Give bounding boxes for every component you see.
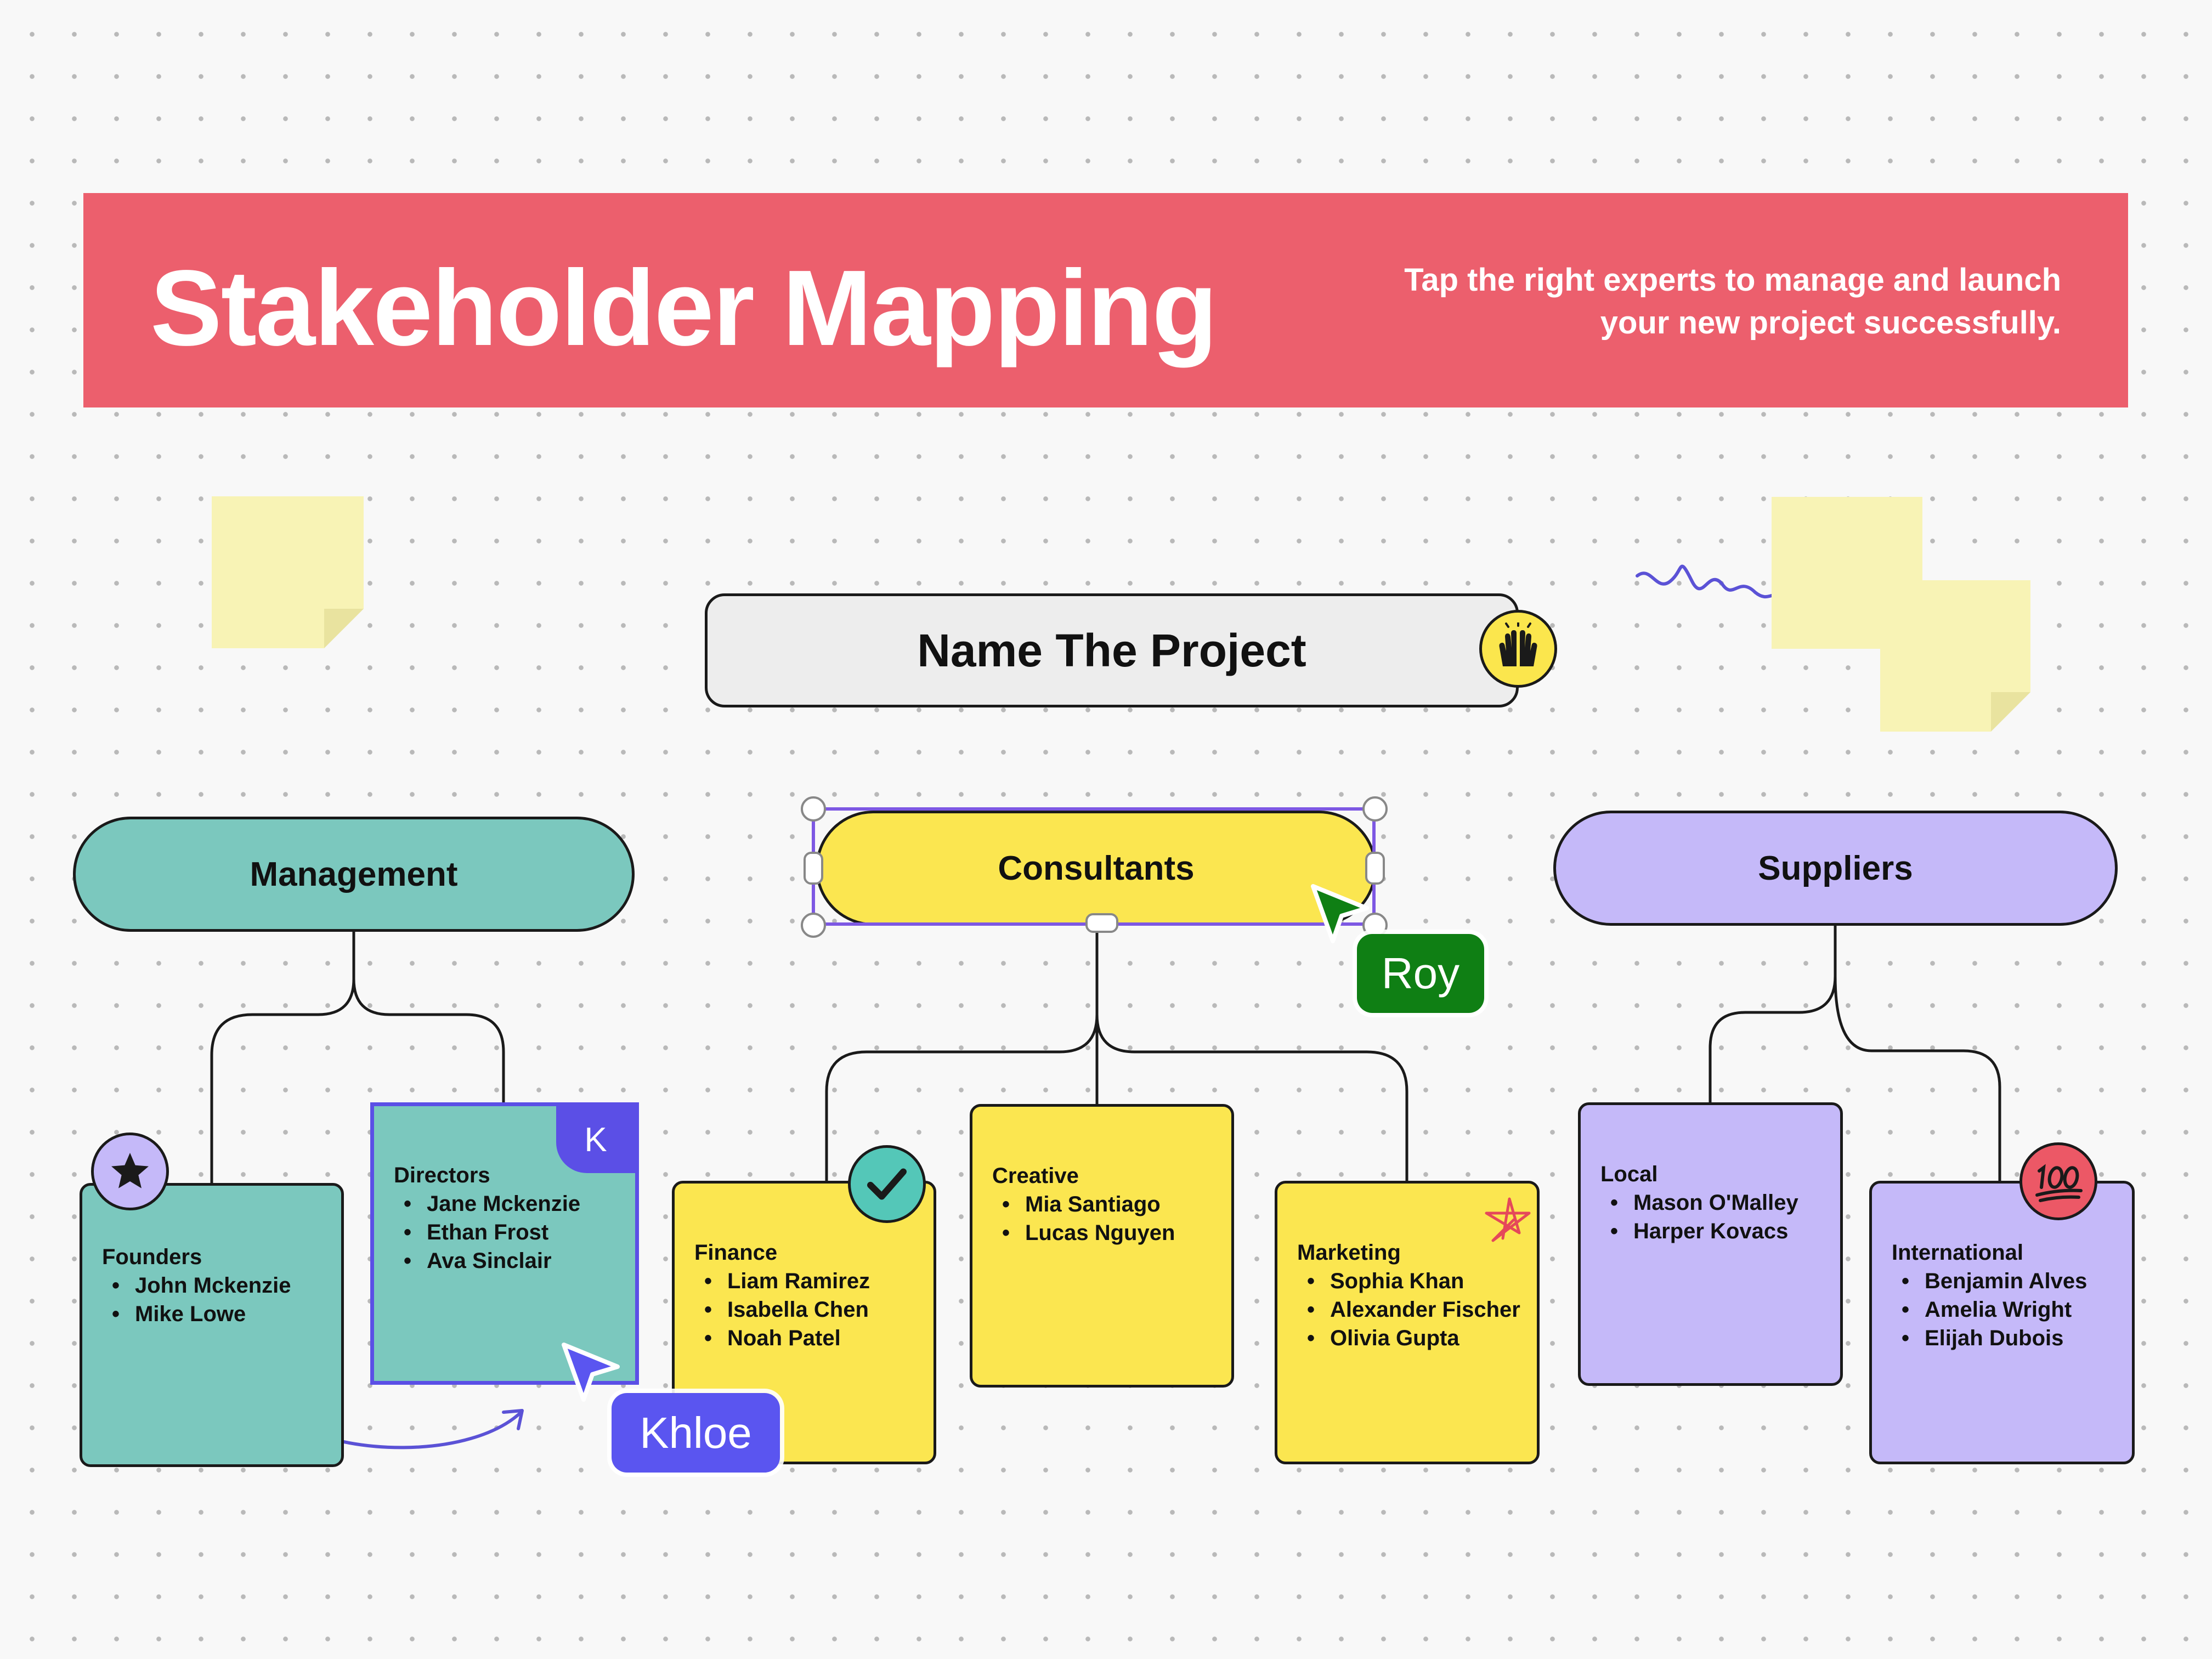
squiggle-arrow: [1636, 564, 1790, 601]
card-creative[interactable]: Creative Mia Santiago Lucas Nguyen: [970, 1104, 1234, 1388]
selection-frame: [812, 807, 1376, 926]
project-name-box[interactable]: Name The Project: [705, 593, 1519, 707]
card-title: Founders: [102, 1245, 202, 1269]
member-item: Sophia Khan: [1307, 1267, 1520, 1295]
header-banner: Stakeholder Mapping Tap the right expert…: [83, 193, 2128, 407]
hundred-points-icon: [2019, 1142, 2097, 1220]
member-list: Liam Ramirez Isabella Chen Noah Patel: [694, 1267, 917, 1352]
resize-handle-left[interactable]: [804, 852, 823, 885]
page-title: Stakeholder Mapping: [150, 248, 1218, 368]
group-consultants[interactable]: Consultants: [816, 811, 1377, 926]
member-item: Elijah Dubois: [1902, 1324, 2115, 1352]
cursor-label-roy: Roy: [1357, 934, 1484, 1013]
check-icon: [848, 1145, 926, 1223]
cursor-label-khloe: Khloe: [612, 1393, 780, 1473]
resize-handle-bottom[interactable]: [1085, 913, 1118, 933]
collaborator-avatar[interactable]: K: [556, 1106, 635, 1173]
member-item: Benjamin Alves: [1902, 1267, 2115, 1295]
star-icon: [91, 1133, 169, 1210]
card-title: International: [1892, 1241, 2024, 1265]
card-marketing[interactable]: Marketing Sophia Khan Alexander Fischer …: [1275, 1181, 1540, 1464]
raised-hands-icon: [1479, 610, 1557, 688]
member-item: Mike Lowe: [112, 1300, 325, 1328]
cursor-pointer-icon: [562, 1343, 620, 1402]
member-item: John Mckenzie: [112, 1271, 325, 1300]
page-subtitle: Tap the right experts to manage and laun…: [1404, 262, 2061, 341]
card-international[interactable]: International Benjamin Alves Amelia Wrig…: [1869, 1181, 2135, 1464]
member-item: Alexander Fischer: [1307, 1295, 1520, 1324]
member-item: Isabella Chen: [704, 1295, 917, 1324]
card-title: Creative: [992, 1164, 1079, 1188]
group-suppliers[interactable]: Suppliers: [1553, 811, 2118, 926]
resize-handle-right[interactable]: [1365, 852, 1385, 885]
card-local[interactable]: Local Mason O'Malley Harper Kovacs: [1578, 1102, 1843, 1386]
member-list: Jane Mckenzie Ethan Frost Ava Sinclair: [394, 1190, 619, 1275]
sticky-note[interactable]: [212, 496, 364, 648]
member-item: Harper Kovacs: [1610, 1217, 1824, 1245]
star-doodle-icon: [1485, 1197, 1531, 1242]
member-item: Liam Ramirez: [704, 1267, 917, 1295]
card-title: Finance: [694, 1241, 778, 1265]
card-title: Marketing: [1297, 1241, 1401, 1265]
group-management[interactable]: Management: [73, 817, 635, 932]
member-item: Mason O'Malley: [1610, 1188, 1824, 1217]
card-title: Directors: [394, 1163, 490, 1187]
member-item: Noah Patel: [704, 1324, 917, 1352]
member-item: Ethan Frost: [404, 1218, 619, 1247]
member-list: Mason O'Malley Harper Kovacs: [1600, 1188, 1824, 1245]
resize-handle-top-left[interactable]: [801, 796, 826, 822]
member-list: John Mckenzie Mike Lowe: [102, 1271, 325, 1328]
resize-handle-top-right[interactable]: [1362, 796, 1388, 822]
member-item: Jane Mckenzie: [404, 1190, 619, 1218]
member-item: Mia Santiago: [1002, 1190, 1215, 1219]
member-item: Lucas Nguyen: [1002, 1219, 1215, 1247]
resize-handle-bottom-left[interactable]: [801, 913, 826, 938]
member-item: Ava Sinclair: [404, 1247, 619, 1275]
member-list: Mia Santiago Lucas Nguyen: [992, 1190, 1215, 1247]
member-list: Sophia Khan Alexander Fischer Olivia Gup…: [1297, 1267, 1520, 1352]
member-item: Amelia Wright: [1902, 1295, 2115, 1324]
cursor-pointer-icon: [1311, 884, 1369, 943]
card-founders[interactable]: Founders John Mckenzie Mike Lowe: [80, 1183, 344, 1467]
card-title: Local: [1600, 1162, 1658, 1186]
sticky-note[interactable]: [1880, 580, 2030, 732]
member-item: Olivia Gupta: [1307, 1324, 1520, 1352]
member-list: Benjamin Alves Amelia Wright Elijah Dubo…: [1892, 1267, 2115, 1352]
